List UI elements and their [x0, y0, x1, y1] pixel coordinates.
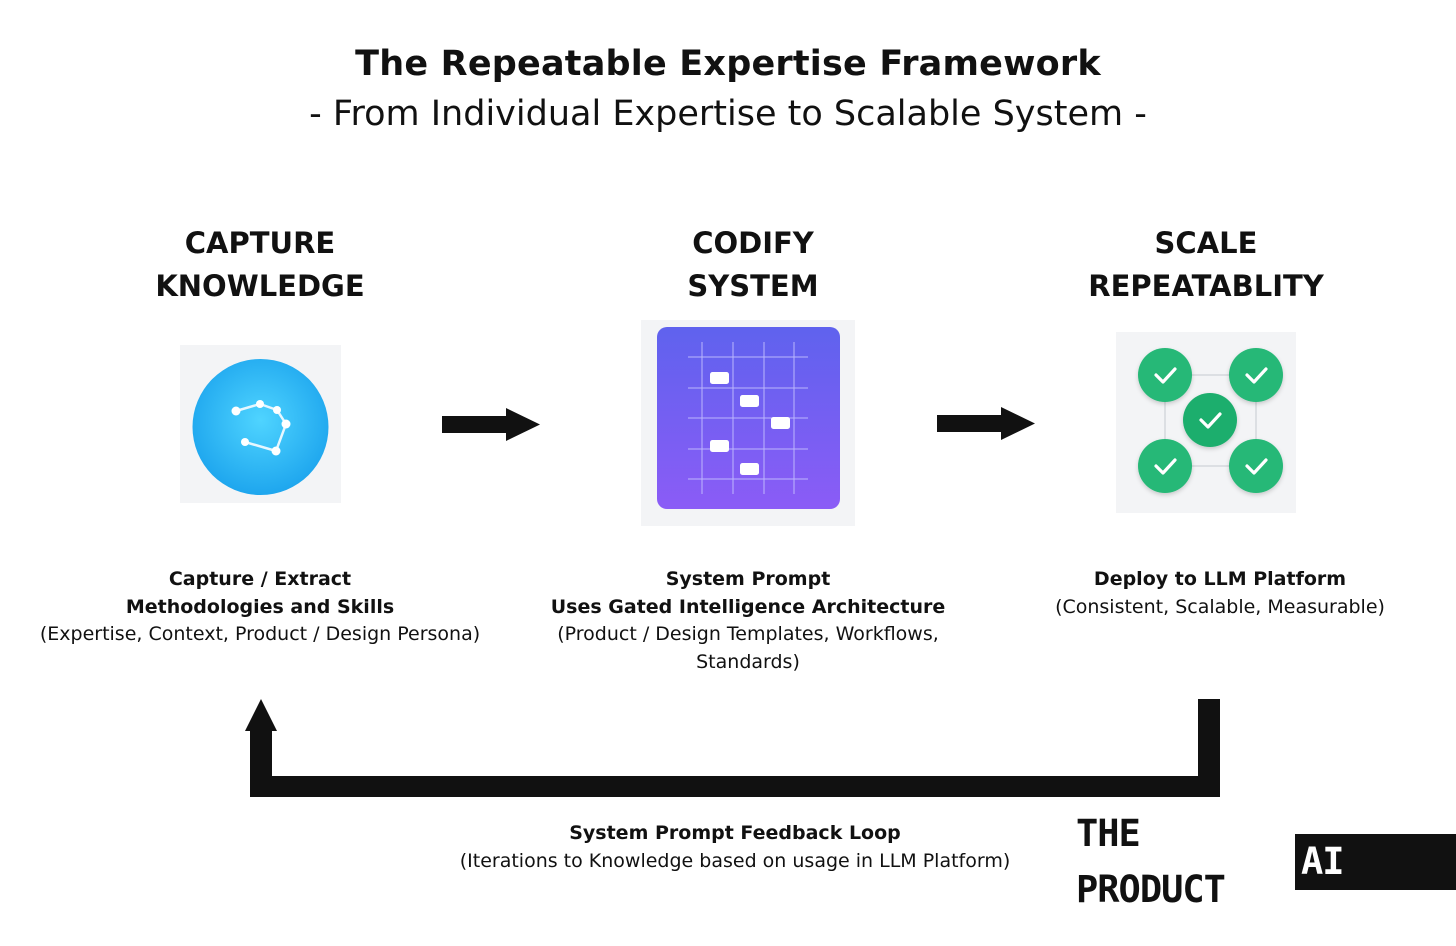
- stage-capture-heading-line1: CAPTURE: [184, 226, 336, 260]
- brand-logo: THE PRODUCT AI AGENT: [1076, 812, 1456, 939]
- stage-codify-heading-line1: CODIFY: [692, 226, 814, 260]
- stage-capture-desc-normal-1: (Expertise, Context, Product / Design Pe…: [39, 623, 481, 645]
- diagram-subtitle: - From Individual Expertise to Scalable …: [309, 94, 1147, 134]
- stage-scale-heading: SCALE REPEATABLITY: [996, 222, 1416, 308]
- feedback-loop-label: System Prompt Feedback Loop (Iterations …: [430, 820, 1040, 875]
- feedback-loop-label-bold: System Prompt Feedback Loop: [569, 822, 901, 844]
- stage-codify-desc-bold-1: System Prompt: [665, 568, 831, 590]
- checkmark-network-icon: [1116, 332, 1296, 513]
- stage-scale-desc-bold-1: Deploy to LLM Platform: [1093, 568, 1347, 590]
- arrow-capture-to-codify: [442, 408, 540, 441]
- constellation-icon: [180, 345, 341, 503]
- stage-scale-heading-line1: SCALE: [1154, 226, 1258, 260]
- grid-matrix-icon: [641, 320, 855, 526]
- stage-codify-desc-bold-2: Uses Gated Intelligence Architecture: [550, 595, 946, 618]
- stage-codify-description: System Prompt Uses Gated Intelligence Ar…: [498, 566, 998, 676]
- stage-scale-description: Deploy to LLM Platform (Consistent, Scal…: [970, 566, 1456, 621]
- stage-capture-heading-line2: KNOWLEDGE: [155, 269, 365, 303]
- stage-scale-desc-normal-1: (Consistent, Scalable, Measurable): [1055, 595, 1385, 618]
- stage-codify-desc-normal-2: Standards): [696, 650, 800, 673]
- stage-scale-heading-line2: REPEATABLITY: [1088, 269, 1324, 303]
- stage-codify-desc-normal-1: (Product / Design Templates, Workflows,: [557, 623, 939, 645]
- logo-part-ai-agent: AI AGENT: [1294, 834, 1456, 939]
- feedback-loop-label-normal: (Iterations to Knowledge based on usage …: [459, 849, 1011, 872]
- logo-part-product: THE PRODUCT: [1076, 812, 1226, 911]
- stage-capture-description: Capture / Extract Methodologies and Skil…: [10, 566, 510, 649]
- stage-codify-heading-line2: SYSTEM: [687, 269, 819, 303]
- diagram-title: The Repeatable Expertise Framework: [355, 44, 1101, 84]
- diagram-graphics: [180, 320, 1296, 797]
- stage-capture-desc-bold-2: Methodologies and Skills: [125, 595, 395, 618]
- arrow-codify-to-scale: [937, 407, 1035, 440]
- stage-codify-heading: CODIFY SYSTEM: [543, 222, 963, 308]
- feedback-loop-arrow: [245, 699, 1220, 797]
- stage-capture-desc-bold-1: Capture / Extract: [168, 568, 352, 590]
- stage-capture-heading: CAPTURE KNOWLEDGE: [50, 222, 470, 308]
